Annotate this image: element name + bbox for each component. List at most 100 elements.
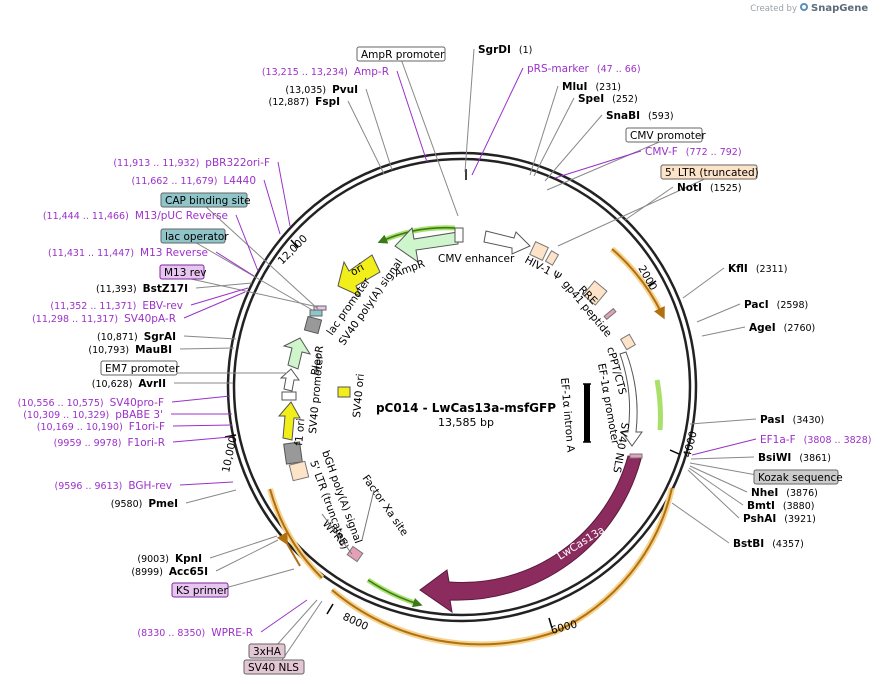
outer-labels: AmpR promoter SgrDI(1) pRS-marker(47 .. 66…	[18, 44, 871, 675]
label-lac-operator[interactable]: lac operator	[160, 228, 229, 244]
ef1a-promoter-feature[interactable]	[619, 351, 643, 447]
pbr322ori-f-position: (11,913 .. 11,932)	[113, 158, 199, 169]
label-noti[interactable]: NotI(1525)	[677, 182, 742, 194]
backbone-inner-ring	[232, 157, 692, 617]
cmv-promoter-text: CMV promoter	[630, 130, 706, 142]
label-kfli[interactable]: KflI(2311)	[728, 263, 787, 275]
label-m13-rev[interactable]: M13 rev	[159, 264, 207, 280]
label-maubi[interactable]: MauBI(10,793)	[88, 344, 172, 356]
label-wpre-r[interactable]: WPRE-R(8330 .. 8350)	[137, 627, 253, 639]
bstbi-leader	[671, 502, 730, 544]
em7-promoter-feature[interactable]	[279, 368, 300, 392]
feature-arrow-2000	[611, 248, 665, 320]
kpni-leader	[209, 535, 278, 559]
label-ampr-promoter[interactable]: AmpR promoter	[356, 46, 446, 62]
label-cmv-promoter[interactable]: CMV promoter	[625, 127, 706, 143]
ebv-rev-name: EBV-rev	[142, 300, 183, 312]
label-avrii[interactable]: AvrII(10,628)	[92, 378, 166, 390]
m13-rev-text: M13 rev	[164, 267, 207, 279]
lwcas13a-label: LwCas13a	[555, 524, 607, 563]
label-pshai[interactable]: PshAI(3921)	[743, 513, 816, 525]
label-fspi[interactable]: FspI(12,887)	[268, 96, 340, 108]
label-agei[interactable]: AgeI(2760)	[749, 322, 815, 334]
acc65i-position: (8999)	[131, 567, 163, 578]
cap-binding-site-box	[160, 192, 248, 208]
wpre-r-position: (8330 .. 8350)	[137, 628, 205, 639]
label-em7-promoter[interactable]: EM7 promoter	[100, 360, 180, 376]
label-m13-puc-reverse[interactable]: M13/pUC Reverse(11,444 .. 11,466)	[43, 210, 228, 222]
lwcas13a-feature[interactable]	[419, 455, 642, 614]
cap-binding-site-text: CAP binding site	[165, 195, 251, 207]
cmv-enhancer-feature[interactable]	[483, 230, 531, 255]
label-ks-primer[interactable]: KS primer	[171, 582, 229, 598]
label-l4440[interactable]: L4440(11,662 .. 11,679)	[131, 175, 256, 187]
ebv-rev-position: (11,352 .. 11,371)	[50, 301, 136, 312]
label-f1ori-r[interactable]: F1ori-R(9959 .. 9978)	[54, 437, 165, 449]
label-spei[interactable]: SpeI(252)	[578, 93, 638, 105]
sv40-nls-box	[243, 659, 305, 675]
label-ef1a-f[interactable]: EF1a-F(3808 .. 3828)	[760, 434, 871, 446]
cmv-f-leader	[554, 150, 642, 179]
label-kozak-sequence[interactable]: Kozak sequence	[753, 469, 843, 485]
label-sv40pa-r[interactable]: SV40pA-R(11,298 .. 11,317)	[32, 313, 176, 325]
kfli-name: KflI	[728, 263, 748, 275]
label-ebv-rev[interactable]: EBV-rev (11,352 .. 11,371)	[50, 300, 183, 312]
label-pmei[interactable]: PmeI(9580)	[111, 498, 178, 510]
label-bstz17i[interactable]: BstZ17I(11,393)	[96, 283, 188, 295]
label-pasi[interactable]: PasI(3430)	[760, 414, 824, 426]
label-bmti[interactable]: BmtI(3880)	[747, 500, 814, 512]
label-f1ori-f[interactable]: F1ori-F(10,169 .. 10,190)	[37, 421, 165, 433]
label-cap-binding-site[interactable]: CAP binding site	[160, 192, 251, 208]
label-cmv-f[interactable]: CMV-F(772 .. 792)	[645, 146, 742, 158]
amp-r-name: Amp-R	[354, 66, 389, 78]
cmv-promoter-box	[625, 127, 703, 143]
prs-marker-leader	[471, 67, 524, 176]
label-5-ltr-truncated[interactable]: 5' LTR (truncated)	[660, 164, 759, 180]
label-nhei[interactable]: NheI(3876)	[751, 487, 818, 499]
nhei-position: (3876)	[786, 488, 818, 499]
label-kpni[interactable]: KpnI(9003)	[137, 553, 202, 565]
label-pvui[interactable]: PvuI(13,035)	[285, 84, 358, 96]
label-3xha[interactable]: 3xHA	[248, 643, 286, 659]
label-sv40-nls[interactable]: SV40 NLS	[243, 659, 305, 675]
label-amp-r[interactable]: Amp-R(13,215 .. 13,234)	[262, 66, 389, 78]
label-bsiwi[interactable]: BsiWI(3861)	[758, 452, 831, 464]
sv40pa-r-position: (11,298 .. 11,317)	[32, 314, 118, 325]
kozak-sequence-text: Kozak sequence	[758, 472, 843, 484]
label-bstbi[interactable]: BstBI(4357)	[733, 538, 804, 550]
bleor-feature[interactable]	[282, 337, 312, 370]
feature-arrow-left	[269, 488, 323, 579]
pbabe-3-name: pBABE 3'	[115, 409, 163, 421]
nhei-leader	[689, 465, 748, 493]
cap-binding-site-leader	[203, 204, 319, 310]
label-m13-reverse[interactable]: M13 Reverse(11,431 .. 11,447)	[48, 247, 208, 259]
maubi-name: MauBI	[135, 344, 172, 356]
maubi-leader	[179, 347, 235, 350]
ori-feature[interactable]	[337, 254, 381, 297]
label-sgrdi[interactable]: SgrDI(1)	[478, 44, 532, 56]
green-arrow-bottom-line	[367, 579, 423, 608]
bstz17i-position: (11,393)	[96, 284, 137, 295]
em7-promoter-text: EM7 promoter	[105, 363, 180, 375]
ltr-left-block	[288, 460, 310, 482]
sv40pro-f-leader	[171, 395, 231, 403]
m13-puc-reverse-leader	[235, 214, 259, 272]
label-mlui[interactable]: MluI(231)	[562, 81, 621, 93]
inner-bleor: BleoR	[309, 345, 326, 377]
sgrdi-position: (1)	[519, 45, 532, 56]
pasi-leader	[689, 418, 757, 425]
label-sv40pro-f[interactable]: SV40pro-F(10,556 .. 10,575)	[18, 397, 164, 409]
label-pbr322ori-f[interactable]: pBR322ori-F(11,913 .. 11,932)	[113, 157, 270, 169]
lac-operator-box	[160, 228, 226, 244]
spei-leader	[533, 97, 575, 177]
label-acc65i[interactable]: Acc65I(8999)	[131, 566, 208, 578]
ampr-feature[interactable]	[394, 226, 459, 264]
label-snabi[interactable]: SnaBI(593)	[606, 110, 674, 122]
label-pbabe-3[interactable]: pBABE 3'(10,309 .. 10,329)	[23, 409, 163, 421]
label-bgh-rev[interactable]: BGH-rev(9596 .. 9613)	[55, 480, 172, 492]
f1-ori-feature[interactable]	[277, 401, 301, 441]
label-prs-marker[interactable]: pRS-marker(47 .. 66)	[527, 63, 641, 75]
label-sgrai[interactable]: SgrAI(10,871)	[97, 331, 176, 343]
label-paci[interactable]: PacI(2598)	[744, 299, 808, 311]
inner-sv40-ori: SV40 ori	[351, 373, 367, 418]
